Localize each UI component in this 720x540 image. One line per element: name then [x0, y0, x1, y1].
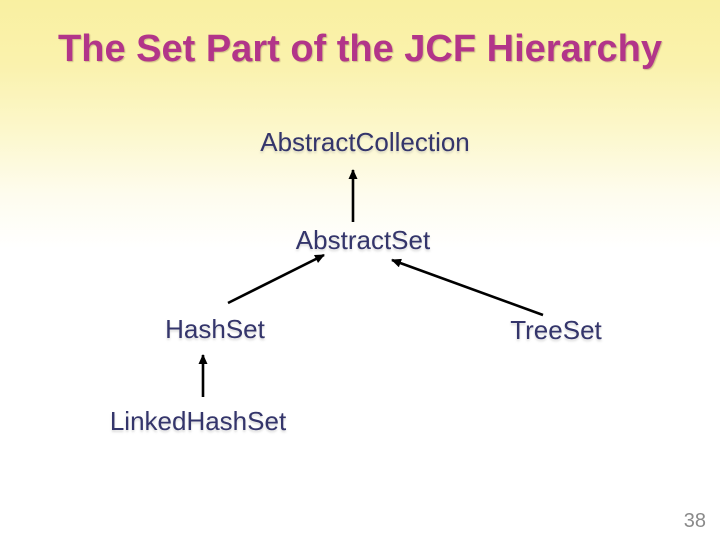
node-abstractcollection: AbstractCollection: [260, 127, 470, 157]
slide-title: The Set Part of the JCF Hierarchy: [58, 28, 662, 70]
edge-hashset-to-abstractset-arrow: [227, 253, 325, 305]
node-abstractset: AbstractSet: [295, 225, 431, 255]
edge-treeset-to-abstractset-arrow: [391, 258, 544, 317]
node-linkedhashset: LinkedHashSet: [109, 406, 287, 436]
page-number: 38: [683, 510, 706, 532]
node-treeset: TreeSet: [510, 315, 602, 345]
node-hashset: HashSet: [165, 314, 265, 344]
